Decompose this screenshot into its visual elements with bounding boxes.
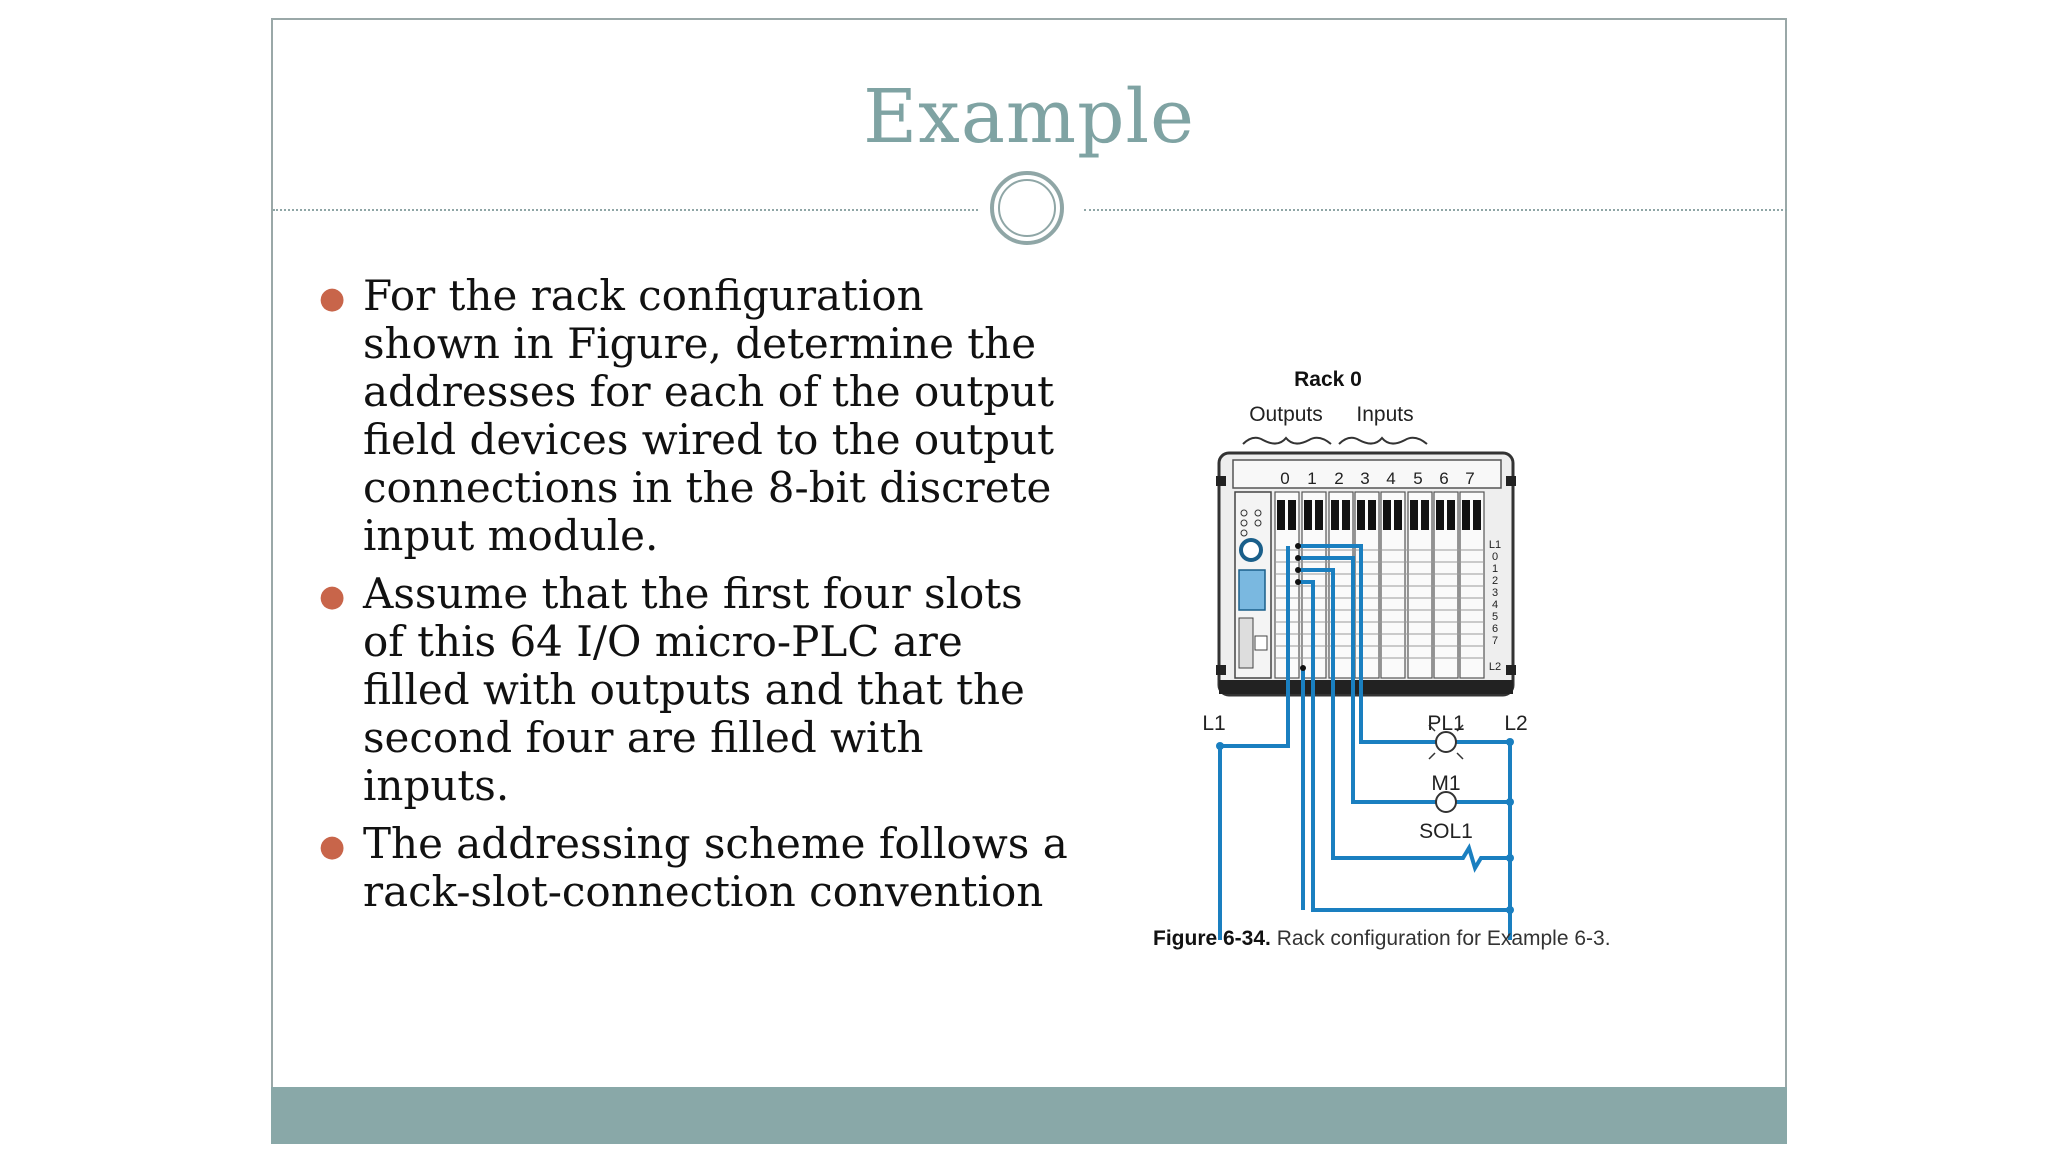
bullet-dot-icon: ● [319,579,346,614]
terminal-dots [1295,543,1306,671]
bullet-dot-icon: ● [319,281,346,316]
motor-starter-coil-icon [1435,791,1457,813]
terminal-label: 3 [1492,587,1498,599]
pilot-light-rays [1428,724,1464,760]
terminal-label: 1 [1492,563,1498,575]
terminal-label: 0 [1492,551,1498,563]
line-label-l2: L2 [1504,712,1527,735]
bullet-list: ● For the rack configuration shown in Fig… [313,272,1073,926]
line-label-l1: L1 [1202,712,1225,735]
bullet-text: For the rack configuration shown in Figu… [363,271,1055,560]
status-led [1254,519,1262,527]
wire-nodes [1216,738,1514,914]
slot-number: 5 [1413,469,1422,488]
slot-number: 0 [1280,469,1289,488]
pl1-wire [1298,544,1436,744]
rack-figure: Rack 0 Outputs Inputs 0 1 2 3 4 5 6 7 [1113,350,1613,990]
terminal-label: L1 [1489,539,1501,551]
rack-left-clip [1216,476,1226,486]
title-divider-right [1084,209,1787,211]
terminal-label: 7 [1492,635,1498,647]
terminal-label: L2 [1489,661,1501,673]
status-led [1240,509,1248,517]
status-led [1240,529,1248,537]
port-block [1254,635,1268,651]
bullet-item: ● Assume that the first four slots of thi… [313,570,1073,810]
slot-number: 2 [1334,469,1343,488]
terminal-lines [1275,549,1484,659]
footer-bar [271,1087,1787,1144]
slot-number: 1 [1307,469,1316,488]
spare-wire [1298,580,1510,912]
terminal-label: 5 [1492,611,1498,623]
field-wiring [1218,544,1512,940]
slot-number: 7 [1465,469,1474,488]
sol1-wire [1298,568,1453,860]
terminal-label: 6 [1492,623,1498,635]
device-label-pl1: PL1 [1427,712,1464,735]
rack-label: Rack 0 [1294,368,1362,391]
l1-wire [1220,546,1290,748]
key-switch-icon [1239,538,1263,562]
slot-number: 3 [1360,469,1369,488]
rack-right-clip [1506,476,1516,486]
figure-caption-text: Rack configuration for Example 6-3. [1276,927,1611,950]
inputs-label: Inputs [1356,403,1413,426]
port-block [1238,617,1254,669]
rack-right-clip [1506,665,1516,675]
slot-number-row: 0 1 2 3 4 5 6 7 [1280,469,1474,488]
status-led [1254,509,1262,517]
bullet-item: ● For the rack configuration shown in Fig… [313,272,1073,560]
device-label-m1: M1 [1431,772,1460,795]
outputs-brace [1242,436,1332,445]
figure-caption-number: Figure 6-34. [1153,927,1271,950]
terminal-label-column: L1 0 1 2 3 4 5 6 7 L2 [1489,539,1501,673]
slot-number: 4 [1386,469,1395,488]
rack-left-clip [1216,665,1226,675]
bullet-item: ● The addressing scheme follows a rack-sl… [313,820,1073,916]
inputs-brace [1338,436,1428,445]
outputs-label: Outputs [1249,403,1323,426]
bullet-text: The addressing scheme follows a rack-slo… [363,819,1068,916]
slide-title: Example [863,74,1195,160]
device-label-sol1: SOL1 [1419,820,1473,843]
memory-module [1238,569,1266,611]
figure-caption: Figure 6-34. Rack configuration for Exam… [1153,927,1753,951]
rack-bottom-bar [1219,680,1513,694]
bullet-dot-icon: ● [319,829,346,864]
slide: Example ● For the rack configuration show… [271,18,1787,1144]
terminal-label: 2 [1492,575,1498,587]
slot-number: 6 [1439,469,1448,488]
terminal-label: 4 [1492,599,1498,611]
bullet-text: Assume that the first four slots of this… [363,569,1025,810]
module-latch-row [1277,500,1481,530]
rack-diagram: Rack 0 Outputs Inputs 0 1 2 3 4 5 6 7 [1202,368,1528,940]
divider-ring-ornament [990,171,1064,245]
pilot-light-icon [1435,731,1457,753]
title-divider-left [273,209,978,211]
rack-top-strip [1232,459,1502,489]
status-led [1240,519,1248,527]
m1-wire [1298,556,1436,804]
